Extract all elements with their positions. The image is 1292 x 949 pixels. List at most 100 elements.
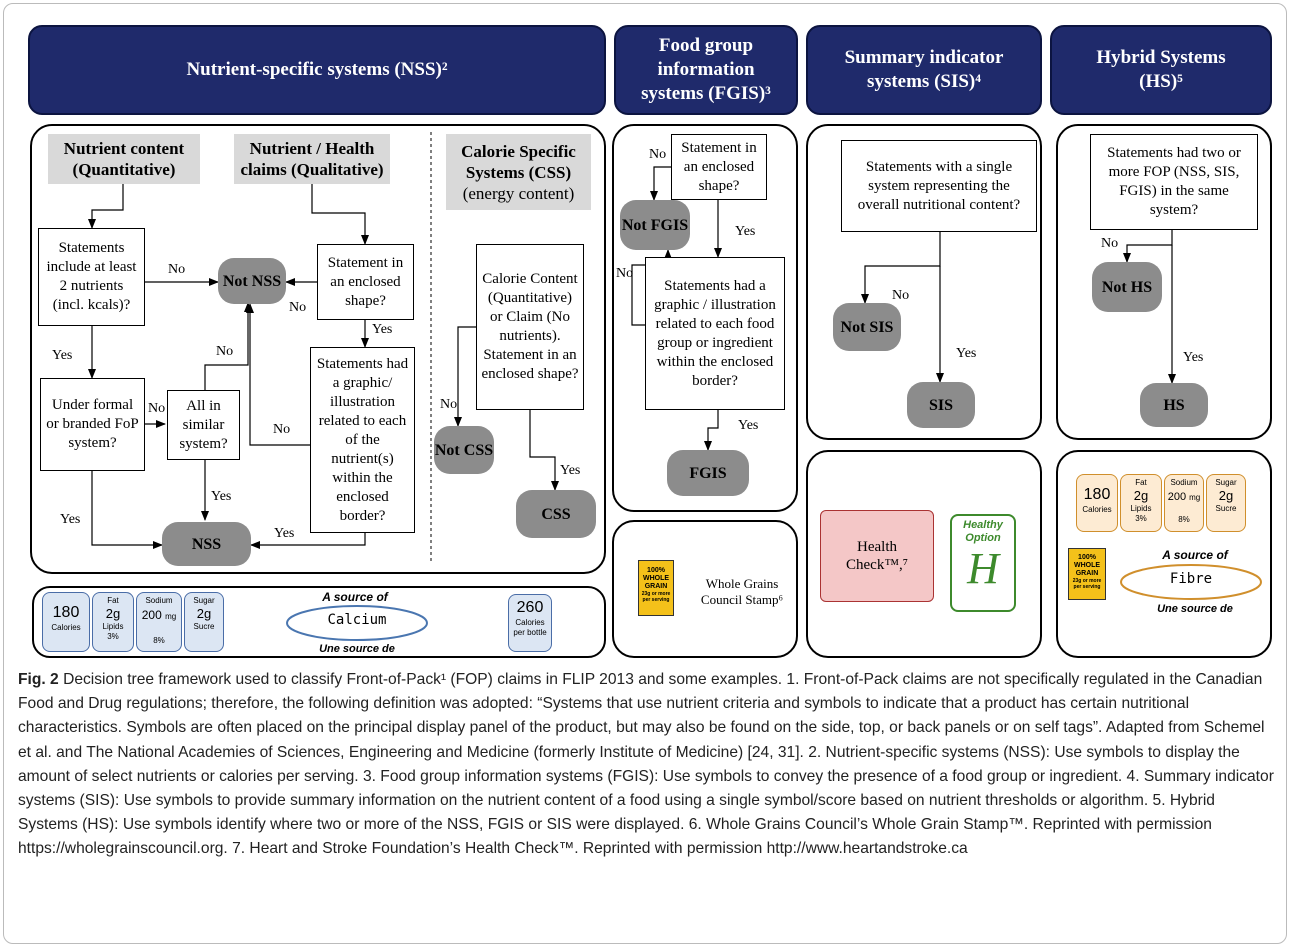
calories-label: Calories — [51, 623, 81, 632]
label-no: No — [616, 266, 634, 281]
caption-figure-number: Fig. 2 — [18, 671, 59, 688]
question-similar-system: All in similar system? — [167, 390, 240, 460]
health-check-logo: Health Check™,⁷ — [820, 510, 934, 602]
question-two-nutrients-text: Statements include at least 2 nutrients … — [46, 240, 137, 313]
label-no: No — [273, 422, 291, 437]
healthy-option-logo: Healthy Option H — [950, 514, 1016, 612]
css-subtitle-text: (energy content) — [462, 183, 575, 203]
terminal-not-css-text: Not CSS — [434, 441, 494, 459]
hs-calories-label: Calories — [1082, 505, 1112, 514]
label-yes: Yes — [372, 322, 393, 337]
terminal-not-fgis-text: Not FGIS — [621, 216, 689, 234]
example-sugar: Sugar 2g Sucre — [184, 592, 224, 652]
sodium-label: Sodium — [145, 596, 173, 605]
stamp-grain-text: GRAIN — [644, 583, 668, 590]
header-nss-text: Nutrient-specific systems (NSS)² — [186, 59, 448, 80]
example-calories-260: 260 Calories per bottle — [508, 594, 552, 652]
question-calorie-content-text: Calorie Content (Quantitative) or Claim … — [481, 271, 579, 382]
label-no: No — [289, 300, 307, 315]
sis-question-text: Statements with a single system represen… — [857, 158, 1021, 213]
css-title: Calorie Specific Systems (CSS) (energy c… — [446, 134, 591, 210]
nutrient-content-title-text: Nutrient content (Quantitative) — [63, 139, 185, 179]
example-fat: Fat 2g Lipids 3% — [92, 592, 134, 652]
sugar-value: 2g — [196, 606, 212, 621]
sodium-value: 200 — [141, 608, 162, 622]
header-fgis: Food group information systems (FGIS)³ — [614, 25, 798, 115]
hs-fat-pct: 3% — [1135, 514, 1147, 523]
question-formal-system-text: Under formal or branded FoP system? — [46, 397, 139, 451]
terminal-not-nss-text: Not NSS — [222, 272, 282, 290]
terminal-css-text: CSS — [541, 505, 571, 523]
terminal-fgis: FGIS — [667, 450, 749, 496]
terminal-not-nss: Not NSS — [218, 258, 286, 304]
label-no: No — [168, 262, 186, 277]
sodium-unit: mg — [165, 612, 177, 621]
label-no: No — [1101, 236, 1119, 251]
hs-example-calories: 180 Calories — [1076, 474, 1118, 532]
example-calories-180: 180 Calories — [42, 592, 90, 652]
hs-une-source-de-text: Une source de — [1157, 603, 1233, 615]
label-yes: Yes — [560, 463, 581, 478]
terminal-css: CSS — [516, 490, 596, 538]
fgis-question-graphic: Statements had a graphic / illustration … — [645, 257, 785, 410]
terminal-hs: HS — [1140, 383, 1208, 427]
une-source-de-text: Une source de — [319, 643, 395, 655]
whole-grain-stamp-icon: 100% WHOLE GRAIN 23g or more per serving — [638, 560, 674, 616]
hs-source-of-text: A source of — [1162, 548, 1228, 562]
hs-sodium-pct: 8% — [1178, 515, 1190, 524]
calories-260-value: 260 — [516, 599, 544, 616]
label-yes: Yes — [52, 348, 73, 363]
stamp-serving-text: 23g or more per serving — [641, 591, 671, 603]
calories-value: 180 — [52, 604, 80, 621]
hs-stamp-grain-text: GRAIN — [1075, 570, 1099, 577]
question-enclosed-shape-text: Statement in an enclosed shape? — [327, 254, 404, 309]
hs-stamp-serving-text: 23g or more per serving — [1072, 578, 1102, 590]
label-yes: Yes — [1183, 350, 1204, 365]
hs-fat-label: Fat — [1135, 478, 1147, 487]
header-nss: Nutrient-specific systems (NSS)² — [28, 25, 606, 115]
hs-stamp-100-text: 100% — [1078, 554, 1096, 561]
question-calorie-content: Calorie Content (Quantitative) or Claim … — [476, 244, 584, 410]
source-of-text: A source of — [322, 590, 388, 604]
fgis-question-enclosed: Statement in an enclosed shape? — [671, 134, 767, 200]
label-no: No — [649, 147, 667, 162]
sugar-label: Sugar — [193, 596, 215, 605]
label-yes: Yes — [60, 512, 81, 527]
stamp-whole-text: WHOLE — [642, 575, 670, 582]
question-similar-system-text: All in similar system? — [179, 397, 228, 452]
css-title-text: Calorie Specific Systems (CSS) — [461, 141, 576, 182]
label-yes: Yes — [735, 224, 756, 239]
terminal-nss-text: NSS — [191, 535, 222, 553]
hs-question: Statements had two or more FOP (NSS, SIS… — [1090, 134, 1258, 230]
terminal-not-css: Not CSS — [434, 426, 494, 474]
healthy-option-h-icon: H — [967, 544, 999, 593]
terminal-not-fgis: Not FGIS — [620, 200, 690, 250]
hs-sodium-value: 200 — [1167, 491, 1187, 503]
nutrient-content-title: Nutrient content (Quantitative) — [48, 134, 200, 184]
header-sis-text: Summary indicator systems (SIS)⁴ — [844, 47, 1004, 92]
hs-question-text: Statements had two or more FOP (NSS, SIS… — [1107, 145, 1241, 218]
terminal-hs-text: HS — [1163, 396, 1185, 414]
label-no: No — [148, 401, 166, 416]
header-sis: Summary indicator systems (SIS)⁴ — [806, 25, 1042, 115]
hs-sugar-fr: Sucre — [1215, 504, 1237, 513]
calories-260-label: Calories per bottle — [513, 618, 547, 637]
stamp-100-text: 100% — [647, 567, 665, 574]
hs-sodium-label: Sodium — [1170, 478, 1198, 487]
terminal-not-sis: Not SIS — [833, 303, 901, 351]
header-hs: Hybrid Systems (HS)⁵ — [1050, 25, 1272, 115]
terminal-not-hs: Not HS — [1092, 262, 1162, 312]
question-graphic-nutrients: Statements had a graphic/ illustration r… — [310, 347, 415, 533]
whole-grains-caption: Whole Grains Council Stamp⁶ — [700, 576, 784, 607]
hs-whole-grain-stamp-icon: 100% WHOLE GRAIN 23g or more per serving — [1068, 548, 1106, 600]
hs-fat-value: 2g — [1133, 488, 1149, 503]
label-yes: Yes — [956, 346, 977, 361]
nutrient-claims-title-text: Nutrient / Health claims (Qualitative) — [240, 139, 384, 179]
fibre-badge-ellipse — [1120, 564, 1262, 600]
hs-sugar-value: 2g — [1218, 488, 1234, 503]
fgis-question-enclosed-text: Statement in an enclosed shape? — [681, 139, 757, 194]
terminal-not-hs-text: Not HS — [1101, 278, 1153, 296]
fat-fr: Lipids — [102, 622, 124, 631]
example-sodium: Sodium 200 mg 8% — [136, 592, 182, 652]
fat-pct: 3% — [107, 632, 119, 641]
